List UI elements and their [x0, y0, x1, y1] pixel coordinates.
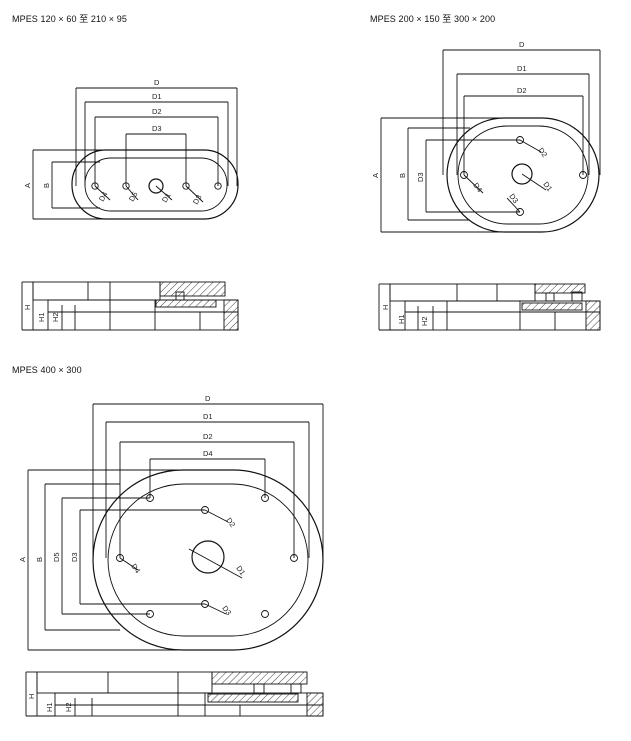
drawing-1-section-view — [21, 281, 239, 331]
drawing-2-section-view — [378, 283, 601, 331]
dim2-a: A — [371, 173, 380, 178]
drawing-1-top-view — [32, 87, 239, 220]
dim3-d: D — [205, 394, 211, 403]
dim-d3: D3 — [152, 124, 162, 133]
dim-h2: H2 — [51, 312, 60, 322]
dim2-d2: D2 — [517, 86, 527, 95]
dim3-d3-leader: D3 — [220, 604, 233, 617]
dim3-h1: H1 — [45, 702, 54, 712]
dim3-d3: D3 — [70, 552, 79, 562]
drawing-2-section-labels: H H1 H2 — [381, 305, 429, 326]
dim2-h1: H1 — [397, 314, 406, 324]
drawing-3-top-view — [27, 403, 324, 651]
dim-d5: D5 — [127, 190, 140, 203]
dim-d3-leader: D3 — [191, 193, 204, 206]
dim3-h: H — [27, 694, 36, 699]
dim-d: D — [154, 78, 160, 87]
title-drawing-2: MPES 200 × 150 至 300 × 200 — [370, 14, 496, 24]
title-drawing-3: MPES 400 × 300 — [12, 365, 82, 375]
dim-h: H — [23, 305, 32, 310]
dim2-h: H — [381, 305, 390, 310]
dim-d2: D2 — [152, 107, 162, 116]
dim3-a: A — [18, 557, 27, 562]
dim3-d4-leader: D4 — [129, 562, 142, 575]
dim2-d1-leader: D1 — [541, 180, 554, 193]
dim-d4: D4 — [97, 190, 110, 203]
dim3-d5: D5 — [52, 552, 61, 562]
dim2-d3: D3 — [416, 172, 425, 182]
dim2-h2: H2 — [420, 316, 429, 326]
drawing-3-section-view — [25, 671, 324, 717]
dim-d1: D1 — [152, 92, 162, 101]
dim3-d2-leader: D2 — [224, 516, 237, 529]
dim3-d1: D1 — [203, 412, 213, 421]
drawing-1-section-labels: H H1 H2 — [23, 305, 60, 322]
dim2-d2-leader: D2 — [536, 146, 549, 159]
dim2-d1: D1 — [517, 64, 527, 73]
drawing-3-section-labels: H H1 H2 — [27, 694, 73, 712]
drawing-2-top-view — [380, 49, 601, 233]
drawing-1-labels: D D1 D2 D3 A B D4 D5 D1 D3 — [23, 78, 204, 206]
title-drawing-1: MPES 120 × 60 至 210 × 95 — [12, 14, 127, 24]
dim-a: A — [23, 183, 32, 188]
dim3-d2: D2 — [203, 432, 213, 441]
dim2-b: B — [398, 173, 407, 178]
dim3-h2: H2 — [64, 702, 73, 712]
dim2-d: D — [519, 40, 525, 49]
drawing-3-labels: D D1 D2 D4 A B D5 D3 D2 D1 D4 D3 — [18, 394, 247, 617]
dim2-d3-leader: D3 — [507, 192, 520, 205]
dim-b: B — [42, 183, 51, 188]
dim3-b: B — [35, 557, 44, 562]
dim3-d4: D4 — [203, 449, 213, 458]
dim-h1: H1 — [37, 312, 46, 322]
drawing-2-labels: D D1 D2 A B D3 D2 D1 D4 D3 — [371, 40, 554, 205]
dim-d1-leader: D1 — [160, 191, 173, 204]
